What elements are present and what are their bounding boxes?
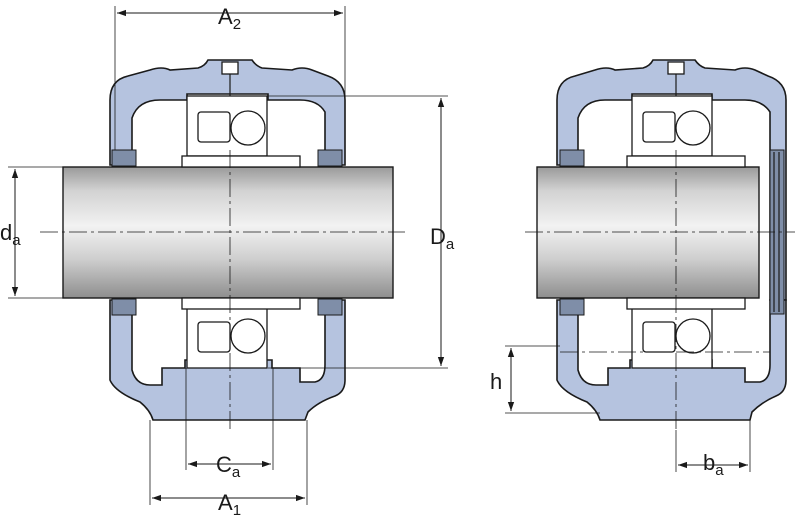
left-seal-bottom-right	[317, 298, 343, 316]
right-housing-view	[525, 59, 795, 430]
right-shaft	[536, 166, 760, 299]
label-h: h	[490, 369, 502, 394]
label-A1: A1	[218, 490, 241, 519]
label-Ca: Ca	[216, 452, 241, 481]
left-seal-top-left	[111, 149, 137, 167]
right-grease-nipple	[667, 61, 685, 75]
left-seal-top-right	[317, 149, 343, 167]
right-seal-top-left	[559, 149, 585, 167]
right-seal-bottom-left	[559, 298, 585, 316]
label-A2: A2	[218, 4, 241, 33]
left-shaft	[62, 166, 394, 299]
left-housing-view	[40, 59, 405, 430]
left-seal-bottom-left	[111, 298, 137, 316]
label-Da: Da	[430, 224, 455, 253]
left-housing-upper	[109, 59, 346, 166]
label-da: da	[0, 220, 21, 249]
label-ba: ba	[703, 450, 724, 479]
right-dimensions	[505, 345, 751, 472]
left-grease-nipple	[221, 61, 239, 75]
left-dimensions	[8, 6, 448, 505]
